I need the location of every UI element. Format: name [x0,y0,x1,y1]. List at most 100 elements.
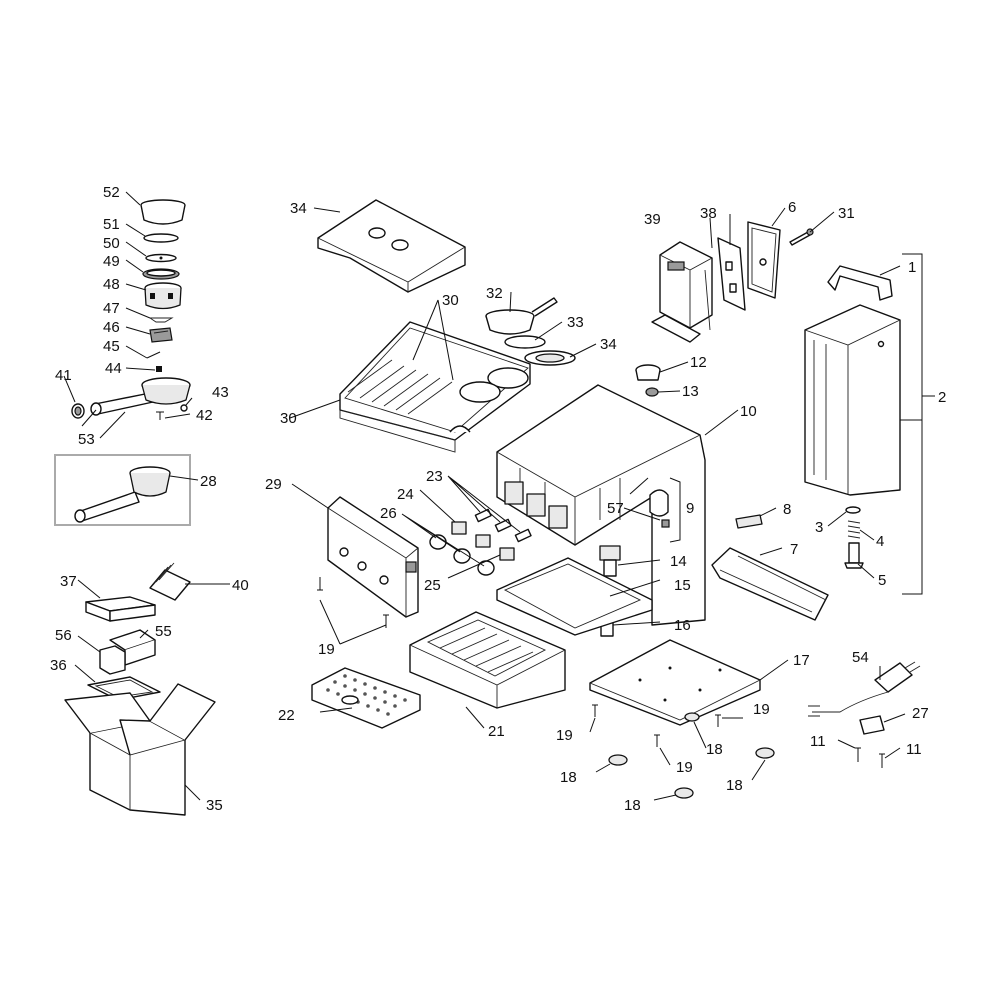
part-13-seal [645,387,659,397]
part-6-cover-plate [747,221,781,299]
callout-37: 37 [60,573,77,590]
parts-11-screws [855,747,885,768]
callout-41: 41 [55,367,72,384]
callout-38: 38 [700,205,717,222]
part-21-drip-grate [311,667,421,729]
callout-24: 25 [424,577,441,594]
part-53-portafilter-handle [90,377,191,416]
callout-32: 33 [567,314,584,331]
leader-lines [63,191,935,801]
callout-33: 34 [600,336,617,353]
callout-19-panel: 19 [318,641,335,658]
part-39-grinder-block [651,241,713,343]
part-47-spring [148,317,174,323]
callout-53: 53 [78,431,95,448]
callout-9: 9 [686,500,694,517]
part-23-switches [451,521,515,561]
callout-30-top: 30 [442,292,459,309]
callout-10: 10 [740,403,757,420]
part-26-cable-clip [859,715,885,735]
callout-18-right: 18 [726,777,743,794]
part-5-valve [844,542,864,569]
callout-23: 24 [397,486,414,503]
part-10-housing [496,384,706,626]
part-52-filter-basket [140,199,186,225]
callout-28: 29 [265,476,282,493]
callout-25: 26 [380,505,397,522]
part-base-tray [496,557,653,636]
part-48-cup [144,282,182,310]
callout-26: 27 [912,705,929,722]
part-1-lid [827,265,893,301]
part-32-plate [504,335,546,349]
part-43-washer [180,404,188,412]
callout-17: 17 [793,652,810,669]
callout-5: 5 [878,572,886,589]
part-51-gasket [143,233,179,243]
callout-29: 30 [280,410,297,427]
part-28-front-panel [327,496,419,618]
part-44-insert [156,366,162,372]
part-49-ring [142,268,180,280]
part-14-steam-valve [599,545,621,577]
part-34-top-cover [317,199,466,293]
callout-30-right: 31 [838,205,855,222]
part-4-spring [847,520,861,539]
part-29-cup-tray [339,321,531,453]
callout-54: 54 [852,649,869,666]
callout-45: 45 [103,338,120,355]
part-33-saucer [524,350,576,366]
callout-57: 57 [607,500,624,517]
part-56-block [99,645,126,675]
part-35-box [64,683,216,816]
callout-18-left: 18 [560,769,577,786]
callout-14: 14 [670,553,687,570]
part-3-ring [845,506,861,514]
part-46-valve [149,327,173,343]
callout-44: 44 [105,360,122,377]
callout-51: 51 [103,216,120,233]
part-12-grommet [635,364,661,381]
callout-13: 13 [682,383,699,400]
callout-42: 42 [196,407,213,424]
callout-11-left: 11 [810,733,826,750]
part-45-pin [146,351,161,359]
callout-48: 48 [103,276,120,293]
callout-16: 16 [674,617,691,634]
callout-3: 3 [815,519,823,536]
part-2-water-tank [804,304,901,496]
part-42-screw [156,411,164,420]
callout-56: 56 [55,627,72,644]
part-27-portafilter [74,466,171,523]
callout-labels: 52 51 50 49 48 47 46 45 44 41 53 43 42 2… [50,184,946,814]
part-54-power-cord [808,661,921,717]
callout-52: 52 [103,184,120,201]
screws-19 [317,577,721,747]
callout-36: 36 [50,657,67,674]
callout-1: 1 [908,259,916,276]
part-37-manual-block [85,596,156,622]
drip-grate-holes [326,674,407,716]
box-27-frame [54,454,191,526]
callout-19-base-right: 19 [753,701,770,718]
callout-49: 49 [103,253,120,270]
callout-19-base-mid: 19 [676,759,693,776]
callout-18-bottom: 18 [624,797,641,814]
callout-40: 40 [232,577,249,594]
parts-18-feet [608,712,775,799]
callout-8: 8 [783,501,791,518]
part-40-booklet [149,562,191,601]
callout-7: 7 [790,541,798,558]
callout-20: 21 [488,723,505,740]
callout-43: 43 [212,384,229,401]
part-8-clip [735,514,763,529]
callout-39: 39 [644,211,661,228]
callout-55: 55 [155,623,172,640]
callout-11-right: 11 [906,741,922,758]
callout-18-top: 18 [706,741,723,758]
callout-21: 22 [278,707,295,724]
callout-34: 34 [290,200,307,217]
part-50-disc [145,253,177,263]
